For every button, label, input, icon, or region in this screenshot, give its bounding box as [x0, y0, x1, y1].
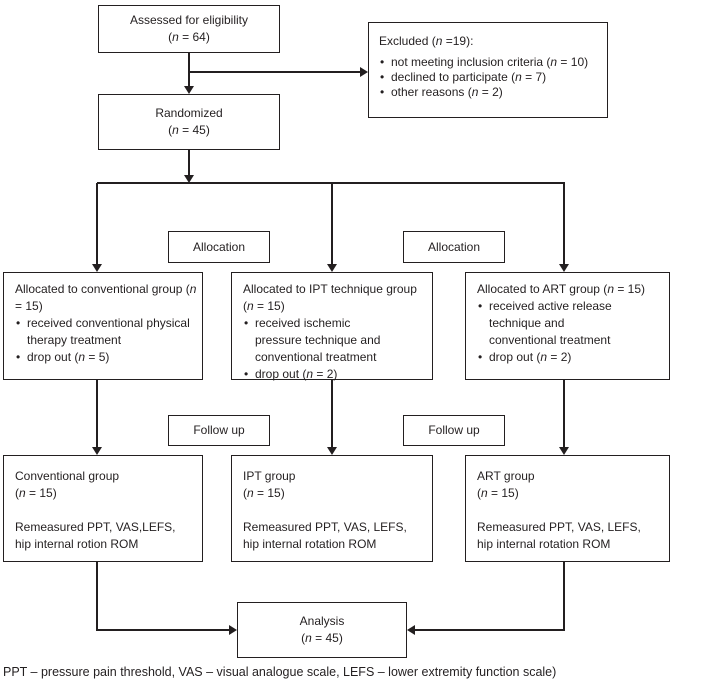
excluded-box: Excluded (n =19): not meeting inclusion …	[368, 22, 608, 118]
arrowhead-down-icon	[558, 447, 569, 455]
excluded-bullet: other reasons (n = 2)	[379, 85, 599, 100]
allocation-label-left: Allocation	[168, 231, 270, 263]
allocation-bullet: received active release technique and co…	[477, 298, 629, 349]
arrowhead-right-icon	[360, 66, 368, 77]
followup-art-box: ART group (n = 15) Remeasured PPT, VAS, …	[465, 455, 670, 562]
arrowhead-down-icon	[91, 447, 102, 455]
connector-split-conventional	[96, 183, 98, 264]
allocation-group-title: Allocated to ART group (n = 15)	[477, 282, 646, 296]
followup-group-n: (n = 15)	[243, 486, 285, 500]
followup-group-name: Conventional group	[15, 469, 120, 483]
connector-to-excluded	[189, 71, 360, 73]
excluded-bullet-list: not meeting inclusion criteria (n = 10) …	[379, 55, 599, 100]
allocation-conventional-box: Allocated to conventional group (n = 15)…	[3, 272, 203, 380]
connector-followup-analysis-left-h	[96, 629, 230, 631]
allocation-bullet: drop out (n = 2)	[477, 349, 667, 366]
followup-label-text: Follow up	[428, 423, 480, 437]
excluded-bullet: declined to participate (n = 7)	[379, 70, 599, 85]
analysis-box: Analysis (n = 45)	[237, 602, 407, 658]
remeasured-text: Remeasured PPT, VAS, LEFS, hip internal …	[243, 519, 430, 553]
allocation-label-right: Allocation	[403, 231, 505, 263]
arrowhead-left-icon	[407, 624, 415, 635]
remeasured-text: Remeasured PPT, VAS, LEFS, hip internal …	[477, 519, 667, 553]
allocation-group-title: Allocated to IPT technique group (n = 15…	[243, 282, 417, 313]
connector-split-ipt	[331, 183, 333, 264]
arrowhead-down-icon	[558, 264, 569, 272]
abbreviations-footnote: PPT – pressure pain threshold, VAS – vis…	[3, 665, 557, 679]
arrowhead-down-icon	[326, 447, 337, 455]
allocation-art-box: Allocated to ART group (n = 15) received…	[465, 272, 670, 380]
arrowhead-down-icon	[326, 264, 337, 272]
allocation-label-text: Allocation	[192, 239, 246, 254]
followup-ipt-box: IPT group (n = 15) Remeasured PPT, VAS, …	[231, 455, 433, 562]
excluded-bullet: not meeting inclusion criteria (n = 10)	[379, 55, 599, 70]
remeasured-line: Remeasured PPT, VAS,LEFS,	[15, 520, 176, 534]
followup-label-right: Follow up	[403, 415, 505, 446]
assessed-eligibility-box: Assessed for eligibility (n = 64)	[98, 5, 280, 53]
allocation-ipt-box: Allocated to IPT technique group (n = 15…	[231, 272, 433, 383]
connector-split-art	[563, 183, 565, 264]
remeasured-line: Remeasured PPT, VAS, LEFS,	[243, 520, 407, 534]
followup-group-name: ART group	[477, 469, 535, 483]
analysis-line: Analysis	[299, 614, 345, 628]
allocation-bullet: received conventional physical therapy t…	[15, 315, 200, 349]
connector-alloc-followup-left	[96, 380, 98, 447]
remeasured-line: Remeasured PPT, VAS, LEFS,	[477, 520, 641, 534]
remeasured-line: hip internal rotation ROM	[477, 537, 611, 551]
connector-assessed-randomized	[188, 53, 190, 86]
remeasured-line: hip internal rotation ROM	[243, 537, 377, 551]
arrowhead-right-icon	[229, 624, 237, 635]
allocation-group-title: Allocated to conventional group (n = 15)	[15, 282, 197, 313]
assessed-n: (n = 64)	[168, 30, 210, 44]
followup-conventional-box: Conventional group (n = 15) Remeasured P…	[3, 455, 203, 562]
assessed-line: Assessed for eligibility	[129, 13, 249, 27]
followup-group-n: (n = 15)	[15, 486, 57, 500]
followup-label-text: Follow up	[193, 423, 245, 437]
allocation-bullet: drop out (n = 2)	[243, 366, 430, 383]
connector-alloc-followup-right	[563, 380, 565, 447]
arrowhead-down-icon	[183, 175, 194, 183]
arrowhead-down-icon	[183, 86, 194, 94]
analysis-n: (n = 45)	[301, 631, 343, 645]
followup-group-n: (n = 15)	[477, 486, 519, 500]
excluded-title: Excluded (n =19):	[379, 34, 474, 48]
followup-group-name: IPT group	[243, 469, 296, 483]
allocation-bullet: received ischemic pressure technique and…	[243, 315, 395, 366]
connector-followup-analysis-right-h	[415, 629, 565, 631]
arrowhead-down-icon	[91, 264, 102, 272]
randomized-line: Randomized	[155, 106, 223, 120]
connector-randomized-split	[188, 150, 190, 175]
connector-alloc-followup-mid	[331, 380, 333, 447]
remeasured-text: Remeasured PPT, VAS,LEFS, hip internal r…	[15, 519, 200, 553]
remeasured-line: hip internal rotion ROM	[15, 537, 139, 551]
connector-followup-analysis-right-v	[563, 562, 565, 631]
connector-followup-analysis-left-v	[96, 562, 98, 631]
followup-label-left: Follow up	[168, 415, 270, 446]
randomized-box: Randomized (n = 45)	[98, 94, 280, 150]
allocation-bullet: drop out (n = 5)	[15, 349, 200, 366]
randomized-n: (n = 45)	[168, 123, 210, 137]
split-line	[96, 182, 565, 184]
allocation-label-text: Allocation	[427, 239, 481, 254]
